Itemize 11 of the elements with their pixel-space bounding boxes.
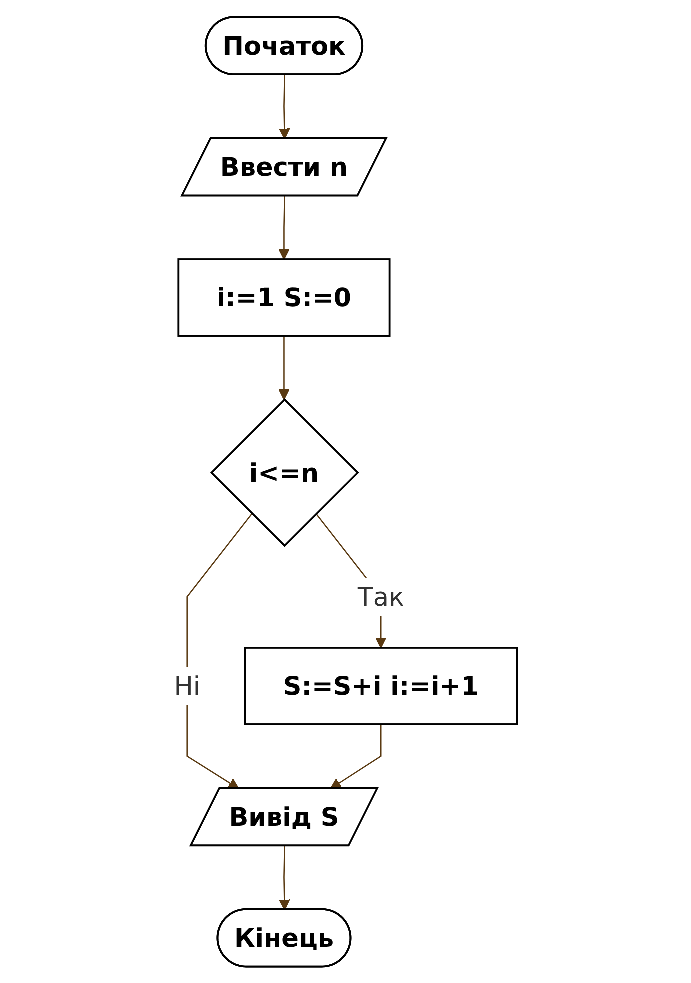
arrow [278,846,290,910]
arrow [278,196,290,260]
node-box [244,646,518,725]
arrow [330,724,382,789]
edge-label: Так [358,581,404,612]
node-diamond [210,398,360,547]
node-box [178,258,391,336]
flowchart-drawing: Так Ні Початок Ввести n i:=1 S:=0 i<=n S:=S+i i:=i+1 Вивід S Кінець [164,6,528,976]
arrow [278,336,290,400]
edge-label: Ні [174,670,200,702]
arrow [278,74,290,139]
